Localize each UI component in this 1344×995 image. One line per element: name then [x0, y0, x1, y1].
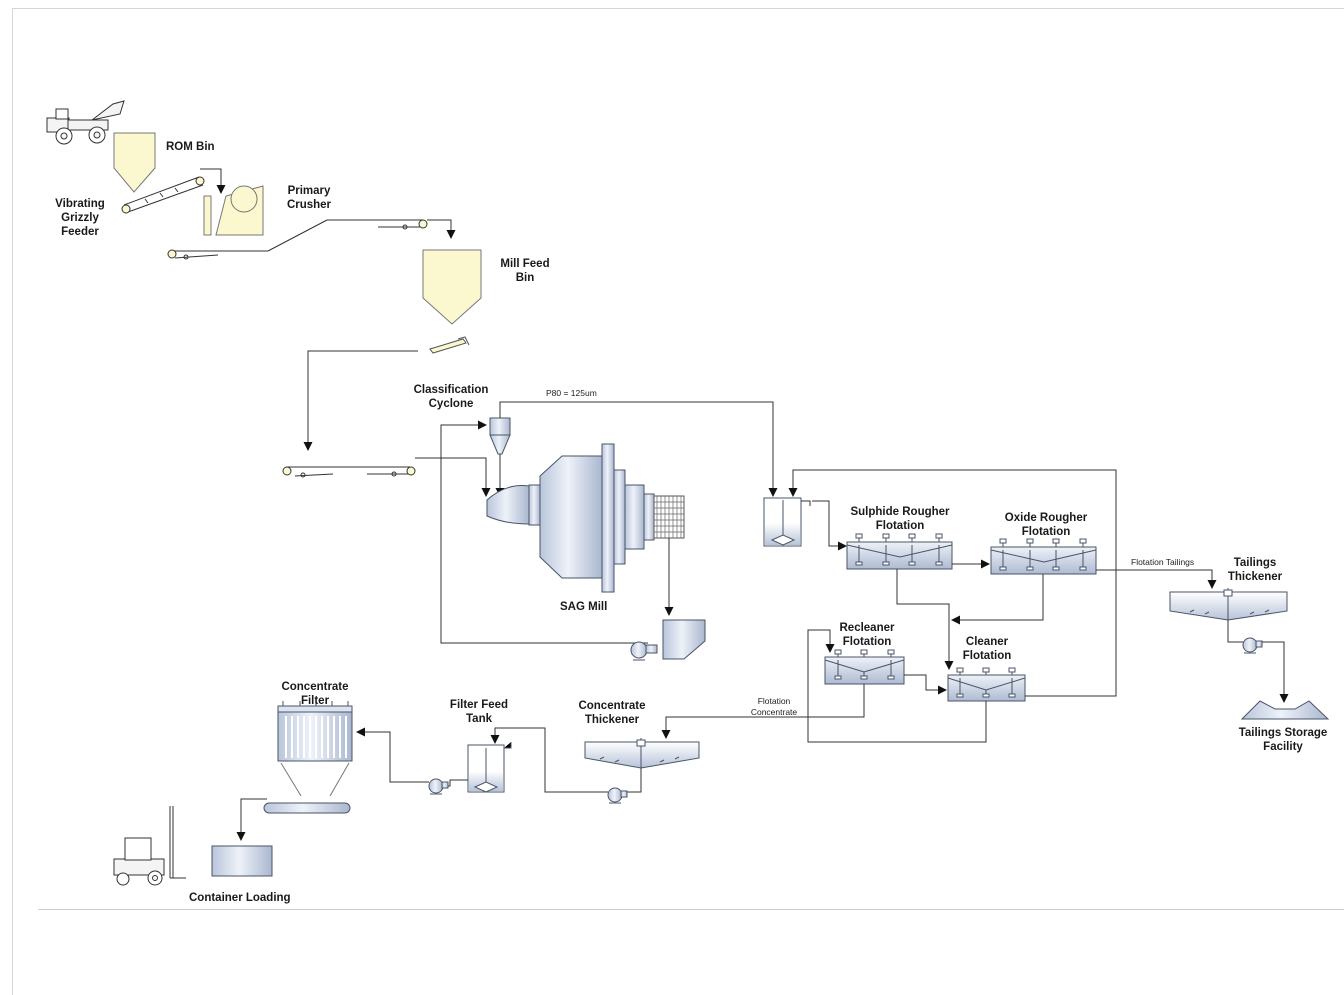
- p80-label: P80 = 125um: [546, 388, 597, 398]
- mill-discharge-pump-icon: [630, 641, 658, 661]
- mill-discharge-hopper-icon: [662, 619, 706, 660]
- cleaner-flotation-cell-icon: [947, 667, 1026, 702]
- container-icon: [211, 845, 273, 877]
- diagram-frame: [12, 8, 1344, 995]
- sag-mill-icon: [486, 443, 685, 593]
- sulphide-rougher-cell-icon: [846, 533, 953, 570]
- rom-bin-icon: [113, 132, 156, 193]
- recleaner-flotation-cell-icon: [824, 649, 905, 685]
- tailings-thickener-icon: [1169, 588, 1288, 621]
- primary-crusher-icon: [203, 185, 264, 236]
- conditioning-tank-icon: [763, 497, 802, 547]
- wheel-loader-icon: [46, 100, 125, 145]
- mill-feed-bin-icon: [422, 249, 482, 325]
- filter-discharge-belt: [263, 802, 351, 814]
- concentrate-thickener-icon: [584, 738, 700, 769]
- filter-feed-pump-icon: [428, 778, 449, 795]
- sag-mill-label: SAG Mill: [560, 601, 608, 613]
- classification-cyclone-icon: [489, 417, 511, 455]
- filter-feed-tank-icon: [467, 742, 512, 793]
- rom-bin-label: ROM Bin: [166, 141, 215, 153]
- flotation-tailings-label: Flotation Tailings: [1131, 557, 1195, 567]
- concentrate-filter-icon: [277, 701, 353, 797]
- conveyor-2: [282, 466, 416, 478]
- bin-feeder-icon: [429, 336, 470, 354]
- tailings-pump-icon: [1242, 637, 1263, 654]
- forklift-icon: [113, 806, 186, 886]
- vibrating-grizzly-feeder-conveyor: [121, 176, 205, 214]
- oxide-rougher-cell-icon: [990, 538, 1097, 575]
- tailings-storage-facility-icon: [1240, 700, 1330, 720]
- footer-divider: [38, 909, 1344, 910]
- container-loading-label: Container Loading: [189, 892, 291, 904]
- conveyor-1: [167, 219, 428, 260]
- concentrate-thickener-pump-icon: [607, 787, 628, 804]
